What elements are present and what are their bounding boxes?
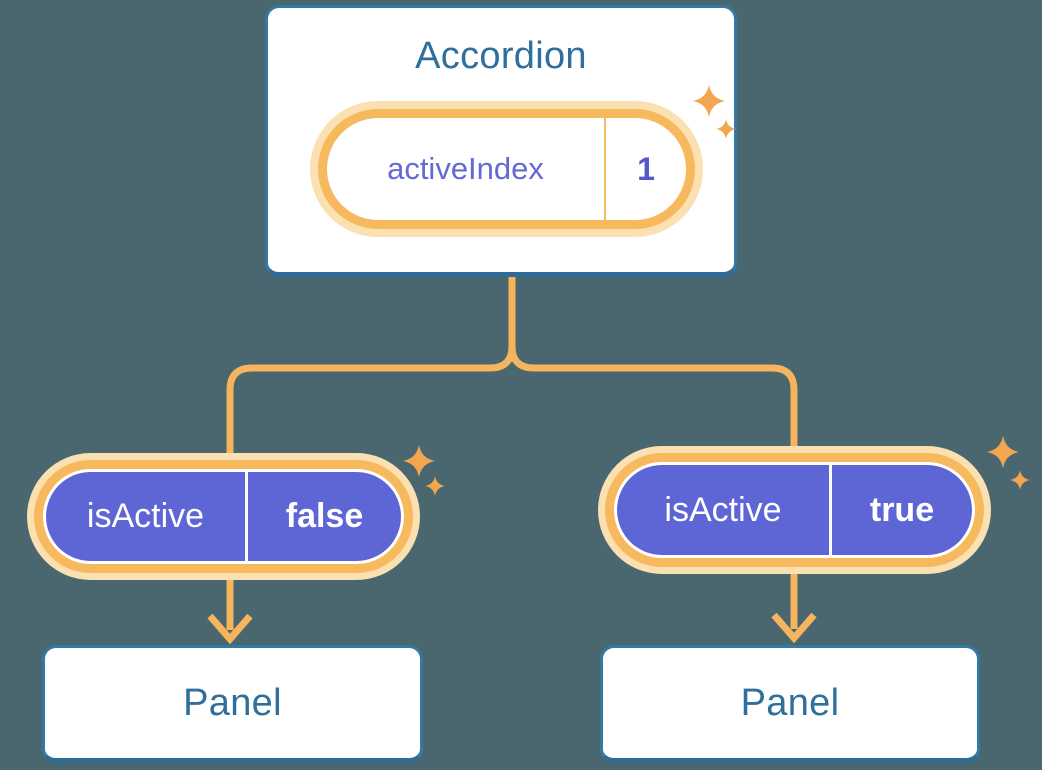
state-pill-core: activeIndex 1: [327, 118, 686, 220]
sparkle-icon: [1010, 470, 1030, 490]
panel-component-box-left: Panel: [42, 645, 423, 763]
prop-pill-false: isActive false: [27, 453, 420, 580]
state-pill-divider: [604, 118, 606, 220]
prop-name-label: isActive: [664, 490, 782, 529]
state-name-label: activeIndex: [387, 151, 544, 186]
prop-pill-core: isActive false: [46, 472, 401, 561]
state-pill-ring: activeIndex 1: [318, 109, 695, 229]
state-value-label: 1: [637, 150, 655, 187]
prop-pill-ring: isActive true: [605, 453, 984, 567]
down-arrowhead-right: [771, 612, 817, 644]
sparkle-icon: [716, 119, 736, 139]
down-arrowhead-left: [207, 613, 253, 645]
sparkle-icon: [986, 435, 1020, 469]
panel-component-box-right: Panel: [600, 645, 980, 763]
panel-title: Panel: [183, 681, 282, 724]
panel-title: Panel: [740, 681, 840, 724]
prop-pill-divider: [829, 465, 832, 555]
prop-pill-divider: [245, 472, 248, 561]
prop-pill-outline: isActive false: [43, 469, 404, 564]
prop-pill-ring: isActive false: [34, 460, 413, 573]
prop-name-label: isActive: [86, 497, 205, 535]
prop-pill-outline: isActive true: [614, 462, 975, 558]
accordion-title: Accordion: [415, 35, 587, 77]
sparkle-icon: [692, 84, 726, 118]
sparkle-icon: [425, 476, 445, 496]
prop-value-label: true: [869, 490, 935, 529]
state-pill: activeIndex 1: [310, 101, 703, 237]
prop-value-label: false: [285, 497, 364, 535]
sparkle-icon: [402, 444, 436, 478]
prop-pill-true: isActive true: [598, 446, 991, 574]
connector-right-branch: [508, 272, 798, 629]
prop-pill-core: isActive true: [617, 465, 972, 555]
